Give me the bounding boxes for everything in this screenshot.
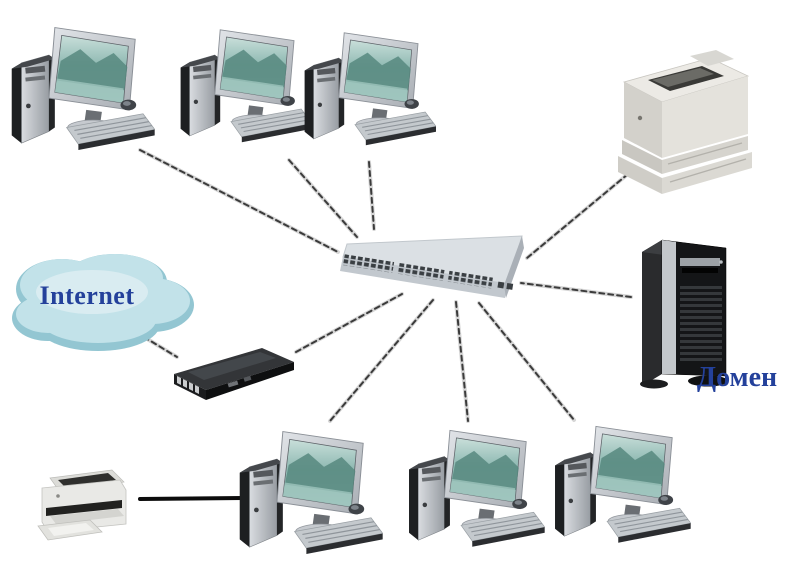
cable-workstation-3-switch — [367, 160, 376, 231]
switch-port-banks — [343, 254, 514, 290]
cable-workstation-1-switch — [138, 148, 340, 254]
cable-layer — [138, 148, 633, 501]
cable-switch-workstation-4 — [328, 298, 435, 423]
cable-domain-server-switch — [519, 281, 633, 299]
workstation-4 — [239, 430, 383, 555]
workstation-6 — [554, 425, 691, 544]
cable-network-printer-switch — [525, 172, 630, 260]
internet-cloud — [12, 254, 194, 351]
cable-local-printer-workstation-4 — [138, 496, 245, 501]
internet-label: Internet — [39, 281, 135, 310]
cable-internet-modem — [142, 335, 179, 359]
cable-switch-workstation-5 — [454, 300, 470, 423]
cable-switch-workstation-6 — [477, 301, 576, 422]
workstation-1 — [11, 26, 155, 151]
workstation-2 — [180, 29, 313, 143]
cable-workstation-2-switch — [287, 158, 359, 239]
cable-modem-switch — [294, 292, 404, 354]
workstation-3 — [304, 32, 437, 146]
workstation-5 — [408, 429, 545, 548]
ethernet-switch — [340, 235, 524, 298]
local-printer — [37, 469, 127, 541]
modem — [174, 348, 294, 400]
network-printer — [617, 49, 753, 195]
domain-label: Домен — [696, 362, 778, 393]
